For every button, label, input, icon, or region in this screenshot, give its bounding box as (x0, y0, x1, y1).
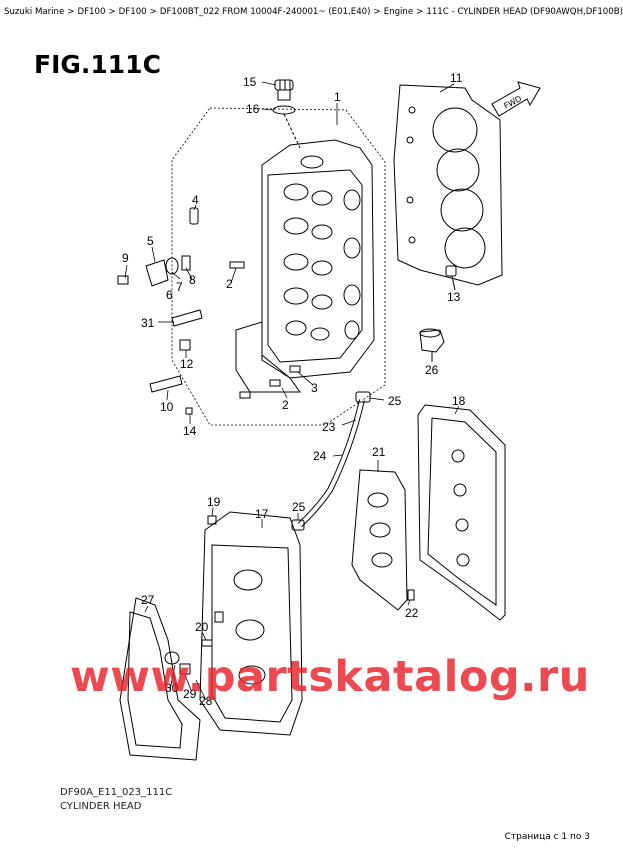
callout: 30 (165, 681, 179, 695)
figure-subtitle: CYLINDER HEAD (60, 801, 142, 812)
cylinder-head-cover[interactable] (199, 511, 303, 736)
exploded-parts-diagram: FWD (117, 71, 541, 761)
cylinder-head-block[interactable] (235, 139, 375, 393)
callout-labels: 1 2 2 3 4 5 6 7 8 9 10 11 12 13 14 15 16… (122, 71, 466, 708)
callout: 1 (334, 90, 341, 104)
leader-line (283, 113, 301, 149)
callout: 8 (189, 273, 196, 287)
callout: 25 (292, 500, 306, 514)
callout: 6 (166, 288, 173, 302)
small-parts-lower[interactable] (164, 515, 217, 675)
o-ring[interactable] (272, 105, 296, 115)
callout: 9 (122, 251, 129, 265)
callout: 28 (199, 694, 213, 708)
callout: 5 (147, 234, 154, 248)
breadcrumb-item[interactable]: DF100BT_022 FROM 10004F-240001~ (E01,E40… (159, 7, 371, 17)
breadcrumb-separator: > (373, 7, 381, 17)
callout: 25 (388, 394, 402, 408)
callout: 31 (141, 316, 155, 330)
breadcrumb-item[interactable]: DF100 (118, 7, 147, 17)
callout: 2 (282, 398, 289, 412)
dowel-pin[interactable] (445, 265, 457, 277)
breadcrumb-separator: > (108, 7, 116, 17)
breadcrumb: Suzuki Marine>DF100>DF100>DF100BT_022 FR… (4, 7, 623, 17)
callout: 10 (160, 400, 174, 414)
breadcrumb-item[interactable]: DF100 (77, 7, 106, 17)
callout: 11 (450, 71, 463, 85)
callout: 4 (192, 193, 199, 207)
watermark: www.partskatalog.ru (70, 652, 590, 702)
cylinder-head-enclosure (171, 107, 386, 426)
callout: 18 (452, 394, 466, 408)
breadcrumb-separator: > (149, 7, 157, 17)
breadcrumb-item[interactable]: Suzuki Marine (4, 7, 65, 17)
fwd-arrow-icon: FWD (491, 81, 541, 117)
small-parts[interactable] (117, 207, 301, 415)
cover-gasket[interactable] (351, 469, 408, 611)
oil-filler-cap[interactable] (274, 79, 294, 101)
callout: 22 (405, 606, 419, 620)
callout: 7 (176, 280, 183, 294)
callout: 17 (255, 507, 269, 521)
callout: 15 (243, 75, 257, 89)
fitting[interactable] (419, 328, 445, 353)
callout: 23 (322, 420, 336, 434)
callout: 13 (447, 290, 461, 304)
pagination-text: Страница с 1 по 3 (504, 832, 590, 842)
breadcrumb-separator: > (67, 7, 75, 17)
callout: 16 (246, 102, 260, 116)
callout: 2 (226, 277, 233, 291)
callout: 14 (183, 424, 197, 438)
leader-line (451, 275, 456, 291)
callout: 3 (311, 381, 318, 395)
callout: 26 (425, 363, 439, 377)
bolt[interactable] (407, 589, 415, 601)
breadcrumb-current: 111C - CYLINDER HEAD (DF90AWQH,DF100B) (426, 7, 623, 17)
breadcrumb-item[interactable]: Engine (383, 7, 414, 17)
callout: 12 (180, 357, 194, 371)
callout: 21 (372, 445, 386, 459)
head-cover-seal[interactable] (417, 404, 506, 621)
breadcrumb-separator: > (416, 7, 424, 17)
callout: 19 (207, 495, 221, 509)
head-gasket[interactable] (393, 84, 503, 286)
callout: 20 (195, 620, 209, 634)
callout: 29 (183, 687, 197, 701)
callout: 27 (141, 593, 155, 607)
figure-title: FIG.111C (34, 50, 161, 79)
figure-code: DF90A_E11_023_111C (60, 787, 173, 798)
side-cover[interactable] (119, 597, 201, 761)
callout: 24 (313, 449, 327, 463)
breather-hose[interactable] (291, 391, 371, 531)
